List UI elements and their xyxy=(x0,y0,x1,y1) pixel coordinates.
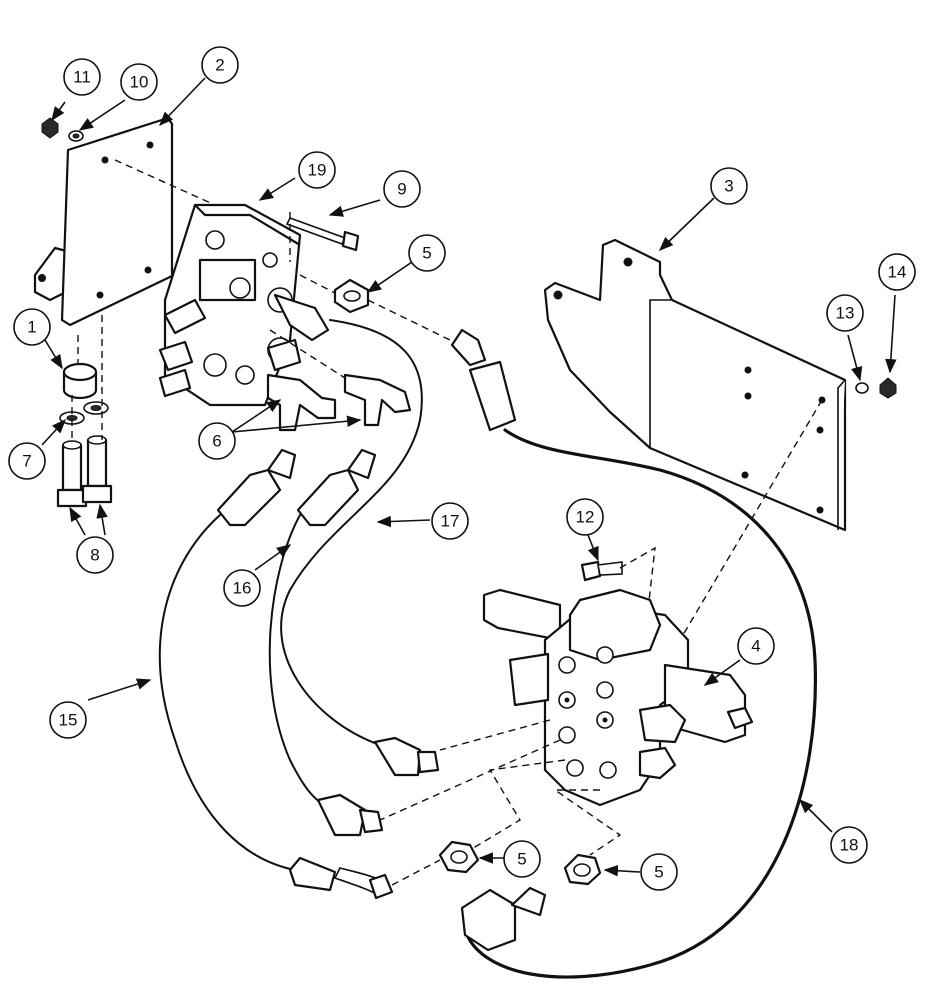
callout-16: 16 xyxy=(223,569,261,607)
callout-12: 12 xyxy=(566,498,604,536)
callout-17-label: 17 xyxy=(441,512,460,531)
callout-6: 6 xyxy=(198,422,236,460)
callout-1: 1 xyxy=(13,308,51,346)
callout-15-label: 15 xyxy=(59,711,78,730)
bolt-valve xyxy=(580,560,623,582)
callout-7: 7 xyxy=(8,442,46,480)
callout-5-top: 5 xyxy=(408,234,446,272)
washers xyxy=(59,401,109,425)
spacer-bushing xyxy=(62,362,98,400)
control-valve xyxy=(482,588,754,807)
mounting-bolts xyxy=(56,435,113,508)
nut-and-washer-top-left xyxy=(41,117,84,142)
callout-4-label: 4 xyxy=(751,637,760,656)
hose-16 xyxy=(268,448,384,837)
adapter-fitting-top xyxy=(333,278,370,314)
callout-5-lower-left: 5 xyxy=(503,840,541,878)
callout-9: 9 xyxy=(383,170,421,208)
callout-11-label: 11 xyxy=(73,68,91,87)
callout-6-label: 6 xyxy=(212,432,221,451)
callout-7-label: 7 xyxy=(22,452,31,471)
callout-12-label: 12 xyxy=(576,508,595,527)
callout-2: 2 xyxy=(201,46,239,84)
tee-fittings xyxy=(266,373,412,432)
callout-10-label: 10 xyxy=(130,73,149,92)
callout-11: 11 xyxy=(63,58,101,96)
callout-5-lower-right: 5 xyxy=(640,853,678,891)
callout-14: 14 xyxy=(878,253,916,291)
callout-13-label: 13 xyxy=(836,304,855,323)
callout-1-label: 1 xyxy=(27,318,36,337)
adapter-fitting-lower-right xyxy=(563,853,602,886)
mounting-plate-left xyxy=(33,116,174,327)
callout-8: 8 xyxy=(76,536,114,574)
callout-19: 19 xyxy=(298,151,336,189)
nut-and-washer-right xyxy=(855,377,897,399)
callout-9-label: 9 xyxy=(397,180,406,199)
callout-19-label: 19 xyxy=(308,161,327,180)
hose-15 xyxy=(158,448,394,900)
callout-18-label: 18 xyxy=(840,836,859,855)
callout-16-label: 16 xyxy=(233,579,252,598)
callout-5-lower-left-label: 5 xyxy=(517,850,526,869)
callout-10: 10 xyxy=(120,63,158,101)
callout-14-label: 14 xyxy=(888,263,907,282)
adapter-fitting-lower-left xyxy=(438,840,480,874)
callout-5-top-label: 5 xyxy=(422,244,431,263)
callout-17: 17 xyxy=(431,502,469,540)
leader-lines xyxy=(41,77,897,877)
hose-17 xyxy=(280,319,440,777)
callout-13: 13 xyxy=(826,294,864,332)
callout-18: 18 xyxy=(830,826,868,864)
mounting-plate-right xyxy=(543,238,847,532)
callout-8-label: 8 xyxy=(90,546,99,565)
callout-4: 4 xyxy=(737,627,775,665)
long-bolt xyxy=(285,217,360,252)
manifold-block xyxy=(158,203,330,407)
callout-3-label: 3 xyxy=(724,177,733,196)
callout-15: 15 xyxy=(49,701,87,739)
callout-5-lower-right-label: 5 xyxy=(654,863,663,882)
hose-18 xyxy=(450,328,818,979)
callout-2-label: 2 xyxy=(215,56,224,75)
callout-3: 3 xyxy=(710,167,748,205)
